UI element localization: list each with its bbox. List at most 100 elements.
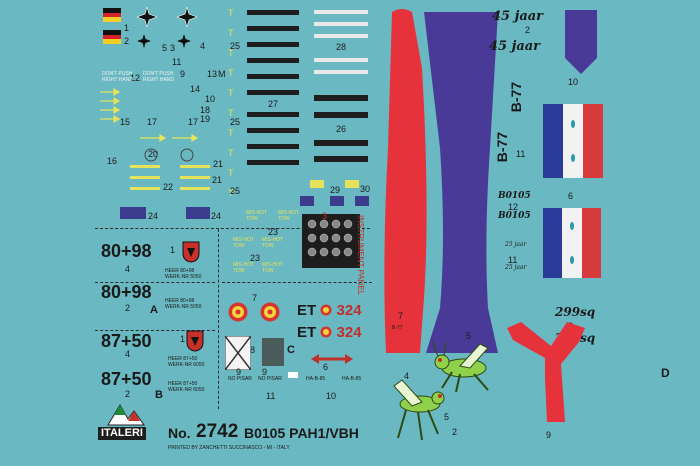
black-stripe [247,26,299,31]
instrument-panel-decal [302,214,360,268]
et324-marking: ET 324 [297,324,362,341]
black-stripe [247,42,299,47]
navy-decal-30c [355,196,369,206]
label-10-b: 10 [326,391,337,401]
label-17: 17 [147,117,158,127]
label-18: 18 [200,105,211,115]
label-3: 3 [170,43,176,53]
label-11: 11 [172,57,182,67]
iron-cross-icon [137,7,157,27]
serial-80-98: 80+98 [101,241,152,261]
saint-andrew-cross-icon [225,336,251,370]
version-b-label: B [155,389,163,401]
divider-line [95,228,370,229]
label-28: 28 [336,42,347,52]
kit-number-prefix: No. [168,425,191,441]
white-stripe [314,22,368,26]
navy-decal-30b [330,196,344,206]
label-22: 22 [163,182,174,192]
ha-b-text: HA-B-85 [306,376,326,382]
white-stripe [314,34,368,38]
spanish-roundel-icon [260,302,280,322]
label-1-c: 1 [180,334,186,344]
divider-line [222,282,372,283]
label-4-c: 4 [125,349,131,359]
grasshopper-icon [431,341,489,393]
label-6: 6 [323,362,329,372]
bo105-marking: B0105 [498,191,531,201]
label-11-d: 11 [508,255,518,265]
label-12: 12 [130,73,141,83]
label-26: 26 [336,124,347,134]
yellow-decal-29b [345,180,359,188]
label-25c: 25 [230,186,241,196]
label-16: 16 [107,156,118,166]
et324-marking: ET 324 [297,302,362,319]
label-9-b: 9 [236,367,242,377]
label-4: 4 [200,41,206,51]
yellow-placards [180,165,220,197]
version-d-label: D [661,366,670,380]
arrow-decals [140,133,199,143]
label-5: 5 [162,43,168,53]
label-5-b: 5 [466,331,472,341]
jaar25-marking: 25 jaar [505,241,527,248]
grey-panel-decal [262,338,284,366]
label-27: 27 [268,99,279,109]
divider-line [95,282,215,283]
grasshopper-icon [393,379,445,441]
black-stripe [314,140,368,146]
kit-name: B0105 PAH1/VBH [244,425,359,441]
label-12-b: 12 [508,202,519,212]
red-rotor-hub-decal [507,322,585,422]
label-1: 1 [124,23,130,33]
label-10-c: 10 [568,77,579,87]
black-stripe [247,160,299,165]
italeri-logo: ITALERI [98,403,158,443]
label-2: 2 [124,36,130,46]
right-hand-text: RIGHT HAND [143,77,175,83]
label-21: 21 [213,159,224,169]
version-a-label: A [150,304,158,316]
white-stripe [314,70,368,74]
black-stripe [247,128,299,133]
jaar25-marking: 25 jaar [505,264,527,271]
german-flag-2 [103,30,121,44]
divider-line [95,330,215,331]
french-flag-decal [543,104,603,178]
label-13: 13 [207,69,218,79]
white-decal [288,372,298,378]
label-2-d: 2 [525,25,531,35]
label-11-c: 11 [516,149,526,159]
black-stripe [247,10,299,15]
no-pisar-text: NO PISAR [228,376,252,382]
iron-cross-icon [137,34,151,48]
label-6-b: 6 [568,191,574,201]
dont-push-text: DON'T PUSH [102,71,133,77]
label-24b: 24 [211,211,222,221]
label-2-c: 2 [125,389,131,399]
iron-cross-icon [177,7,197,27]
black-stripe [247,90,299,95]
dont-push-text: DON'T PUSH [143,71,174,77]
black-stripe [314,156,368,162]
label-30: 30 [360,184,371,194]
label-9: 9 [180,69,186,79]
b77-small: B-77 [392,325,403,331]
no-pisar-text: NO PISAR [258,376,282,382]
label-15: 15 [120,117,131,127]
label-29: 29 [330,185,341,195]
printer-credit: PRINTED BY ZANCHETTI SUCCINASCO - MI - I… [168,445,290,451]
label-14: 14 [190,84,201,94]
unit-badge-icon [182,241,200,263]
jaar-marking: 45 jaar [492,9,544,24]
navy-strip-24b [186,207,210,219]
